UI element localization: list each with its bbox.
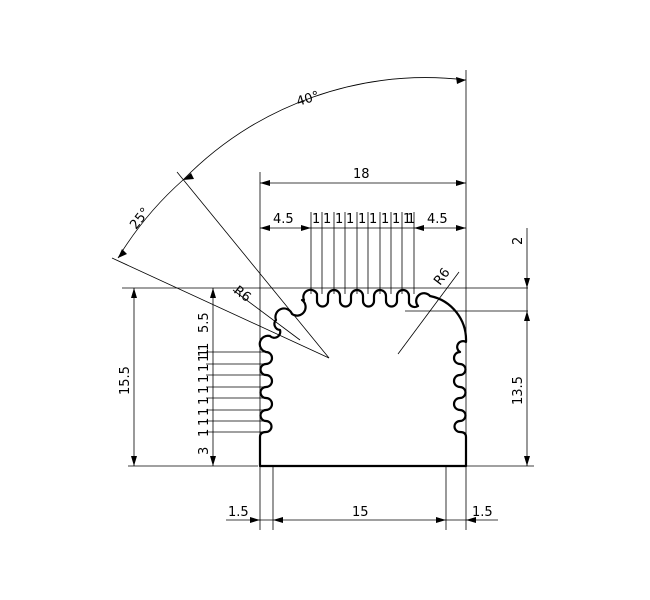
dimension-lines bbox=[111, 70, 534, 530]
dim-right-2: 2 bbox=[511, 237, 526, 245]
dim-top-pitch: 1 bbox=[369, 212, 377, 227]
arrowheads bbox=[118, 77, 530, 523]
dim-top-pitch: 1 bbox=[392, 212, 400, 227]
radius-right-label: R6 bbox=[431, 266, 453, 289]
dim-left-pitch: 1 bbox=[197, 408, 212, 416]
dim-right-13-5: 13.5 bbox=[511, 376, 526, 405]
angle-40-label: 40° bbox=[295, 89, 321, 110]
dim-left-pitch: 1 bbox=[197, 364, 212, 372]
dim-left-pitch: 1 bbox=[197, 354, 212, 362]
dim-bottom-left-1-5: 1.5 bbox=[228, 505, 249, 520]
dim-top-pitch: 1 bbox=[407, 212, 415, 227]
dim-left-pitch: 1 bbox=[197, 386, 212, 394]
dim-left-pitch-group: 1 1 1 1 1 1 1 1 1 1 bbox=[197, 343, 212, 437]
dim-top-pitch-group: 1 1 1 1 1 1 1 1 1 1 bbox=[312, 212, 415, 227]
dim-left-pitch: 1 bbox=[197, 429, 212, 437]
dim-top-pitch: 1 bbox=[323, 212, 331, 227]
dim-left-pitch: 1 bbox=[197, 418, 212, 426]
dim-top-pitch: 1 bbox=[346, 212, 354, 227]
dim-left-pitch: 1 bbox=[197, 349, 212, 357]
dim-top-pitch: 1 bbox=[358, 212, 366, 227]
dim-left-5-5: 5.5 bbox=[197, 312, 212, 333]
dim-bottom-right-1-5: 1.5 bbox=[472, 505, 493, 520]
dim-left-pitch: 1 bbox=[197, 375, 212, 383]
dim-top-pitch: 1 bbox=[381, 212, 389, 227]
dim-top-right-4-5: 4.5 bbox=[427, 212, 448, 227]
dim-top-left-4-5: 4.5 bbox=[273, 212, 294, 227]
profile-outline bbox=[258, 288, 468, 468]
dim-bottom-15: 15 bbox=[352, 505, 369, 520]
dim-left-3: 3 bbox=[197, 447, 212, 455]
dim-18: 18 bbox=[353, 167, 370, 182]
dim-left-pitch: 1 bbox=[197, 397, 212, 405]
dim-left-pitch: 1 bbox=[197, 343, 212, 351]
dim-top-pitch: 1 bbox=[403, 212, 411, 227]
dim-left-15-5: 15.5 bbox=[118, 366, 133, 395]
angle-25-label: 25° bbox=[127, 205, 153, 232]
dim-top-pitch: 1 bbox=[312, 212, 320, 227]
dim-top-pitch: 1 bbox=[335, 212, 343, 227]
